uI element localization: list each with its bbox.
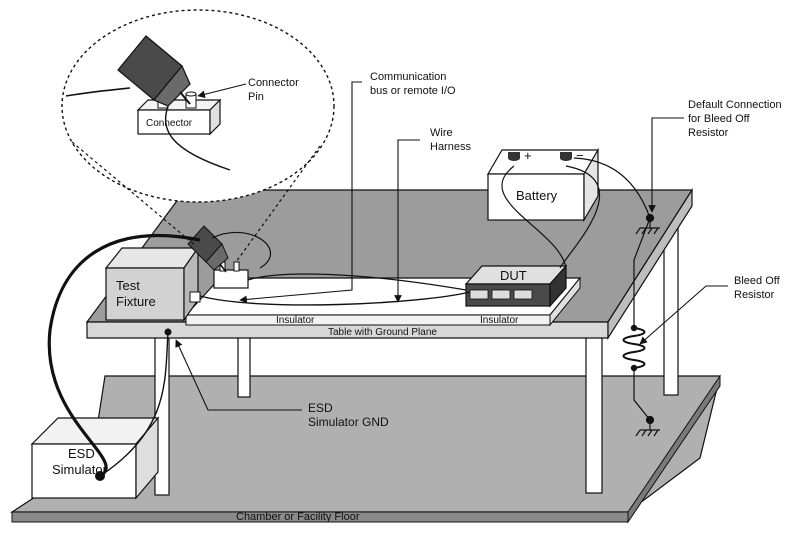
dut-box	[464, 264, 568, 308]
label-bleed-off-2: Resistor	[734, 289, 775, 301]
esd-simulator-box	[30, 416, 160, 500]
label-floor: Chamber or Facility Floor	[236, 511, 360, 523]
label-esd-gnd-2: Simulator GND	[308, 415, 389, 429]
label-default-connection-2: for Bleed Off	[688, 113, 750, 125]
label-default-connection-1: Default Connection	[688, 99, 782, 111]
labels: Connector Pin Connector Communication bu…	[52, 71, 782, 523]
leader-lines	[175, 81, 728, 411]
label-esd-gnd-1: ESD	[308, 401, 333, 415]
resistor-node-top	[630, 324, 638, 332]
label-esd-simulator-1: ESD	[68, 446, 95, 461]
label-insulator-right: Insulator	[480, 315, 519, 326]
esd-gun-zoomed	[65, 35, 231, 171]
label-table: Table with Ground Plane	[328, 327, 437, 338]
ground-symbol-table	[635, 213, 660, 235]
label-connector: Connector	[146, 118, 193, 129]
label-battery-plus: +	[524, 148, 532, 163]
label-insulator-left: Insulator	[276, 315, 315, 326]
esd-gnd-node	[164, 328, 172, 336]
label-test-fixture-2: Fixture	[116, 294, 156, 309]
cables	[47, 157, 651, 478]
label-wire-harness-1: Wire	[430, 127, 453, 139]
test-fixture-box	[104, 246, 201, 322]
resistor-node-bottom	[630, 364, 638, 372]
label-dut: DUT	[500, 268, 527, 283]
floor	[9, 374, 721, 524]
label-communication-1: Communication	[370, 71, 446, 83]
battery-box	[486, 147, 600, 223]
label-wire-harness-2: Harness	[430, 141, 471, 153]
label-battery-minus: −	[576, 148, 584, 163]
label-bleed-off-1: Bleed Off	[734, 275, 781, 287]
label-battery: Battery	[516, 188, 558, 203]
label-connector-pin-1: Connector	[248, 77, 299, 89]
esd-gun-small	[187, 225, 229, 273]
label-test-fixture-1: Test	[116, 278, 140, 293]
bleed-off-resistor-coil	[622, 327, 646, 369]
connector-on-table	[213, 261, 249, 289]
ground-symbol-floor	[635, 415, 660, 437]
label-connector-pin-2: Pin	[248, 91, 264, 103]
label-communication-2: bus or remote I/O	[370, 85, 456, 97]
label-esd-simulator-2: Simulator	[52, 462, 108, 477]
label-default-connection-3: Resistor	[688, 127, 729, 139]
